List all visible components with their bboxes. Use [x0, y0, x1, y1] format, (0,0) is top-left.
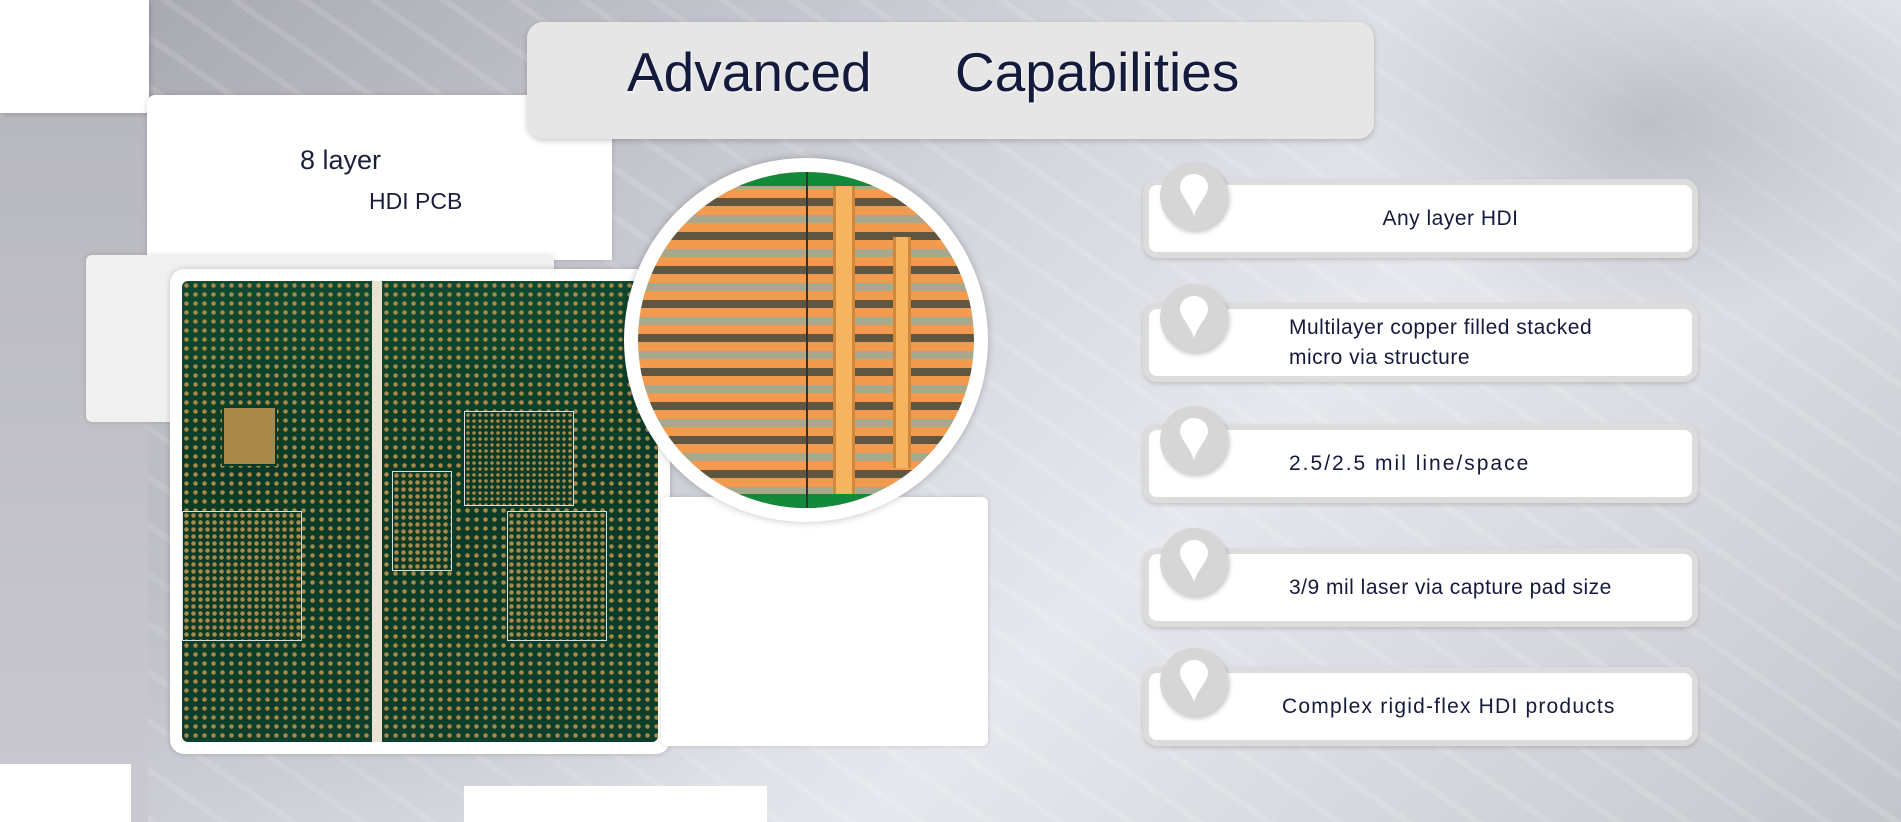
feature-label: Complex rigid-flex HDI products — [1282, 694, 1616, 718]
page-title: Advanced Capabilities — [527, 22, 1374, 139]
corner-panel — [0, 0, 149, 113]
feature-card: 3/9 mil laser via capture pad size — [1143, 548, 1698, 627]
map-pin-icon — [1160, 406, 1228, 474]
feature-label: Any layer HDI — [1382, 206, 1519, 230]
bottom-panel-center — [464, 786, 767, 822]
title-word-2: Capabilities — [955, 41, 1240, 103]
feature-card: Multilayer copper filled stacked micro v… — [1143, 303, 1698, 382]
feature-label: 3/9 mil laser via capture pad size — [1289, 575, 1612, 599]
pcb-photo — [170, 269, 670, 754]
map-pin-icon — [1160, 528, 1228, 596]
product-line2: HDI PCB — [369, 188, 463, 214]
info-panel — [661, 497, 988, 746]
feature-label: Multilayer copper filled stacked micro v… — [1289, 315, 1593, 369]
feature-card: 2.5/2.5 mil line/space — [1143, 424, 1698, 503]
bottom-panel-left — [0, 764, 131, 822]
map-pin-icon — [1160, 162, 1228, 230]
feature-label: 2.5/2.5 mil line/space — [1289, 451, 1531, 475]
feature-card: Any layer HDI — [1143, 179, 1698, 258]
product-line1: 8 layer — [300, 145, 382, 175]
background-left — [0, 113, 148, 822]
pcb-board-right — [382, 281, 658, 742]
pcb-board-left — [182, 281, 372, 742]
stackup-magnifier — [624, 158, 988, 522]
feature-card: Complex rigid-flex HDI products — [1143, 667, 1698, 746]
map-pin-icon — [1160, 284, 1228, 352]
map-pin-icon — [1160, 648, 1228, 716]
title-word-1: Advanced — [627, 41, 872, 103]
